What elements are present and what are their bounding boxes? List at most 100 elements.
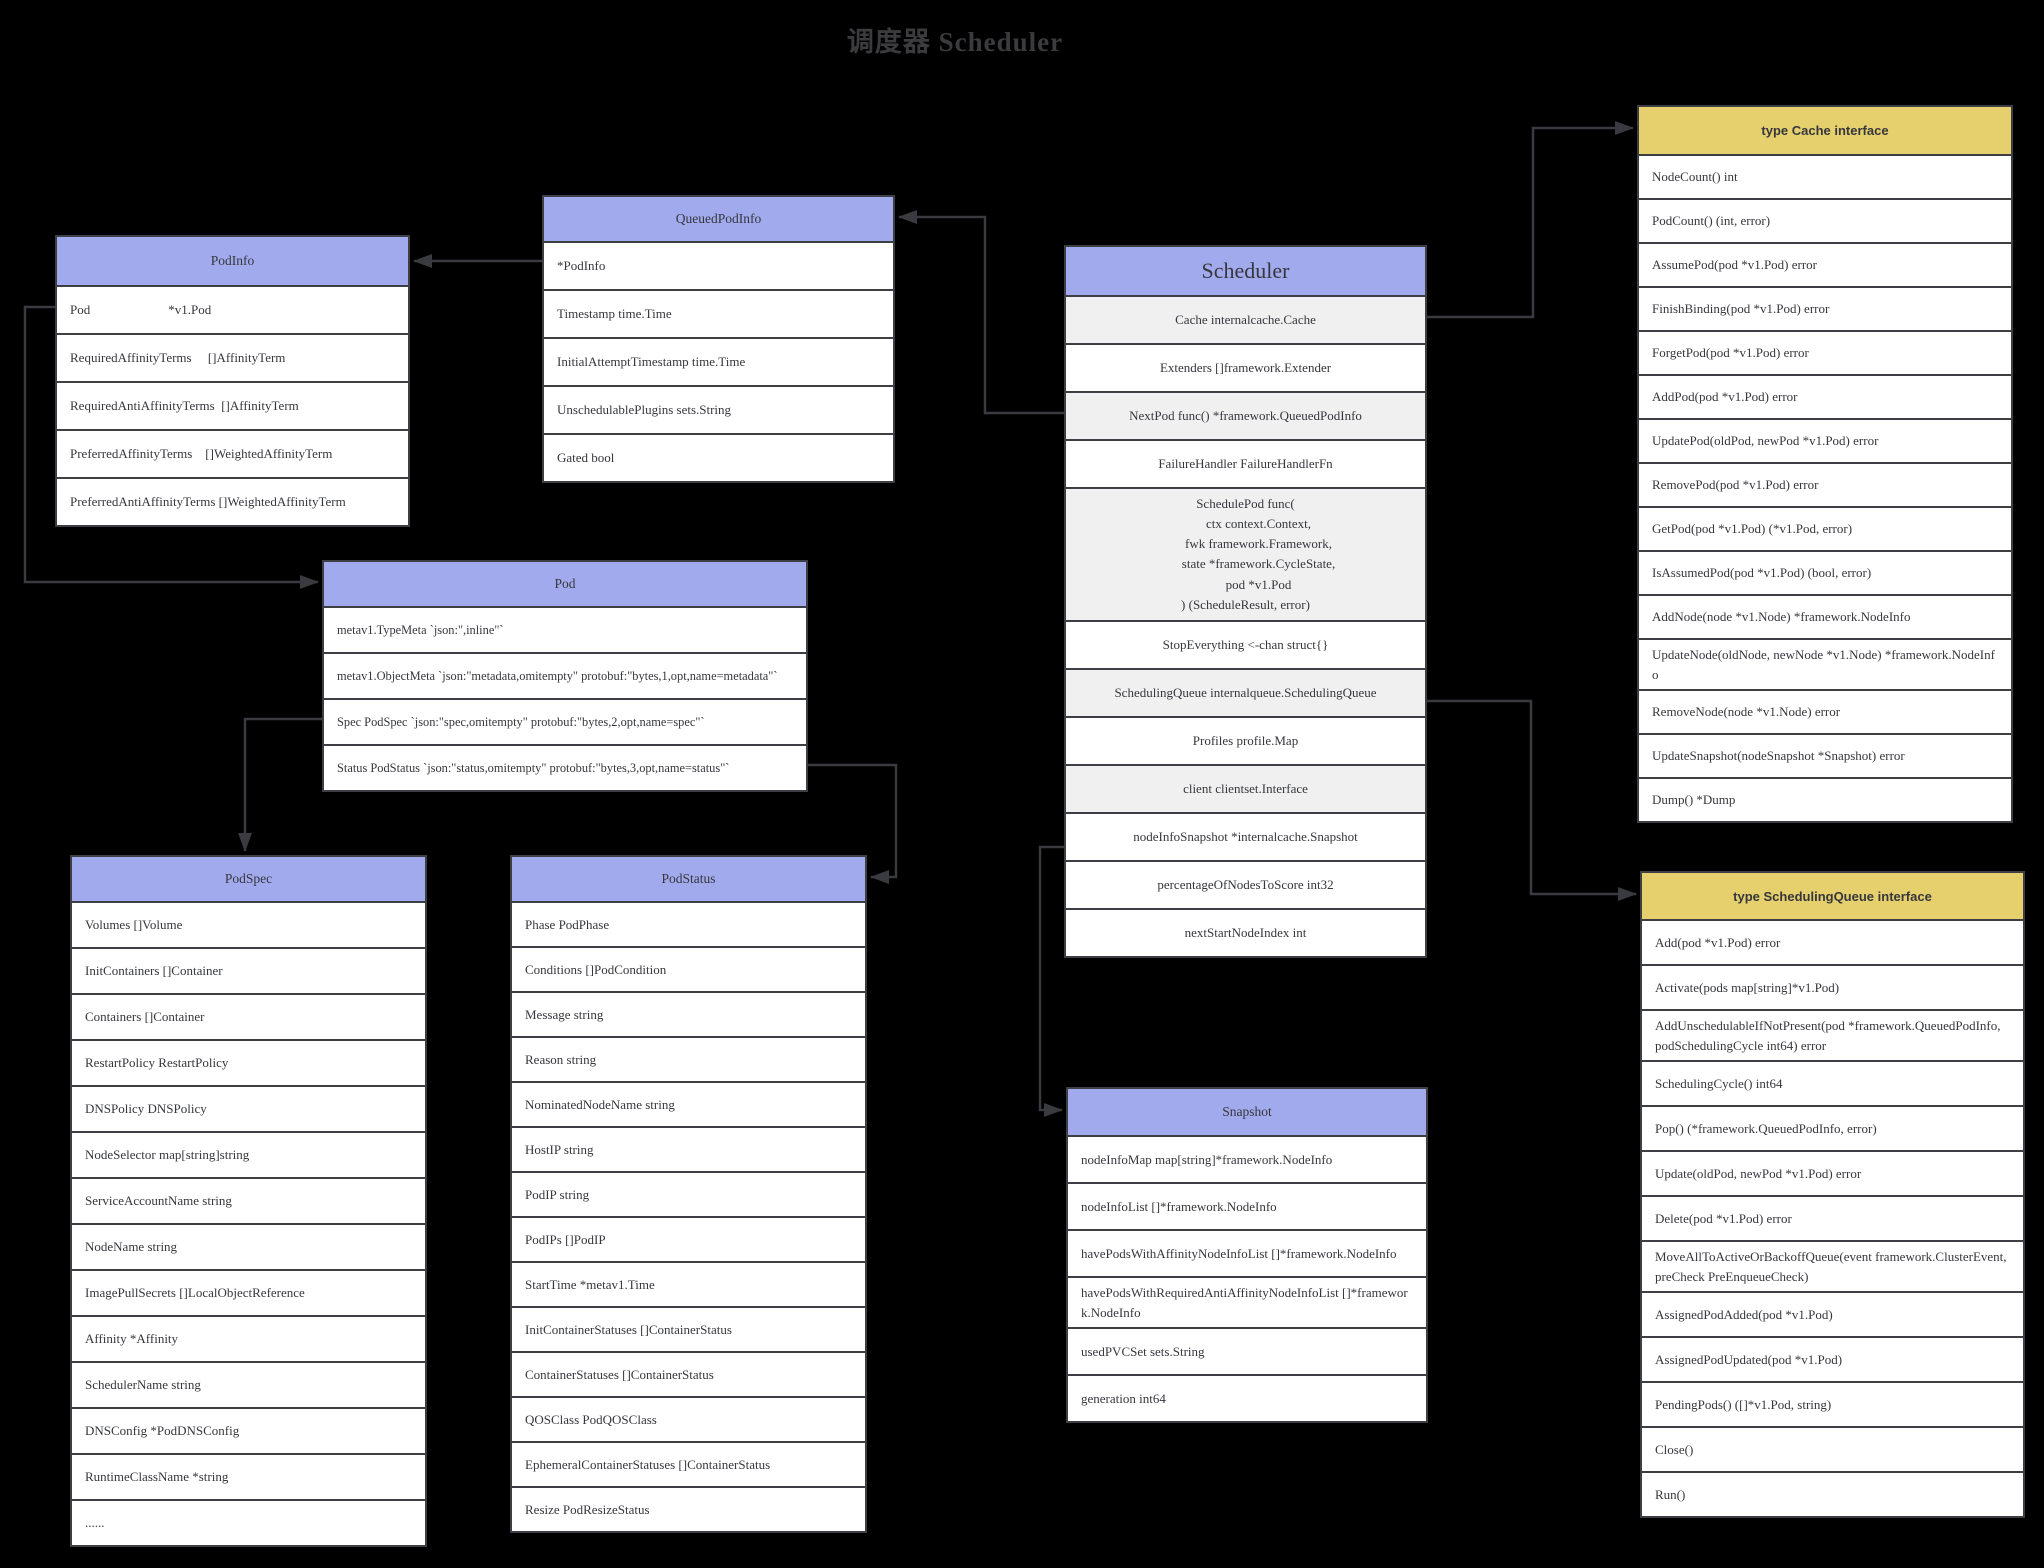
field-row-podstatus: StartTime *metav1.Time <box>512 1261 865 1306</box>
connector-scheduler-to-queuedpodinfo <box>898 210 1064 415</box>
field-row-podspec: DNSConfig *PodDNSConfig <box>72 1407 425 1453</box>
connector-pod-to-podspec <box>238 717 322 852</box>
field-row-snapshot: nodeInfoMap map[string]*framework.NodeIn… <box>1068 1135 1426 1182</box>
field-row-snapshot: usedPVCSet sets.String <box>1068 1327 1426 1374</box>
field-row-podstatus: Reason string <box>512 1036 865 1081</box>
field-row-queuedpodinfo: InitialAttemptTimestamp time.Time <box>544 337 893 385</box>
field-row-pod: metav1.ObjectMeta `json:"metadata,omitem… <box>324 652 806 698</box>
field-row-cacheinterface: IsAssumedPod(pod *v1.Pod) (bool, error) <box>1639 550 2011 594</box>
field-row-podspec: NodeSelector map[string]string <box>72 1131 425 1177</box>
field-row-scheduler: FailureHandler FailureHandlerFn <box>1066 439 1425 487</box>
connector-scheduler-to-cacheinterface <box>1427 121 1634 319</box>
field-row-cacheinterface: UpdatePod(oldPod, newPod *v1.Pod) error <box>1639 418 2011 462</box>
field-row-podspec: NodeName string <box>72 1223 425 1269</box>
field-row-podinfo: Pod *v1.Pod <box>57 285 408 333</box>
field-row-cacheinterface: AddPod(pod *v1.Pod) error <box>1639 374 2011 418</box>
field-row-cacheinterface: UpdateNode(oldNode, newNode *v1.Node) *f… <box>1639 638 2011 689</box>
field-row-cacheinterface: AssumePod(pod *v1.Pod) error <box>1639 242 2011 286</box>
field-row-scheduler: Extenders []framework.Extender <box>1066 343 1425 391</box>
field-row-cacheinterface: AddNode(node *v1.Node) *framework.NodeIn… <box>1639 594 2011 638</box>
field-row-podspec: Affinity *Affinity <box>72 1315 425 1361</box>
field-row-podinfo: RequiredAffinityTerms []AffinityTerm <box>57 333 408 381</box>
field-row-queuedpodinfo: *PodInfo <box>544 241 893 289</box>
field-row-snapshot: havePodsWithAffinityNodeInfoList []*fram… <box>1068 1229 1426 1276</box>
field-row-podstatus: InitContainerStatuses []ContainerStatus <box>512 1306 865 1351</box>
field-row-cacheinterface: GetPod(pod *v1.Pod) (*v1.Pod, error) <box>1639 506 2011 550</box>
field-row-snapshot: generation int64 <box>1068 1374 1426 1421</box>
field-row-cacheinterface: RemoveNode(node *v1.Node) error <box>1639 689 2011 733</box>
field-row-podinfo: RequiredAntiAffinityTerms []AffinityTerm <box>57 381 408 429</box>
field-row-scheduler: nextStartNodeIndex int <box>1066 907 1425 956</box>
field-row-cacheinterface: UpdateSnapshot(nodeSnapshot *Snapshot) e… <box>1639 733 2011 777</box>
field-row-queuedpodinfo: Timestamp time.Time <box>544 289 893 337</box>
box-title-scheduler: Scheduler <box>1066 247 1425 295</box>
field-row-schedulingqueueinterface: Update(oldPod, newPod *v1.Pod) error <box>1642 1150 2023 1195</box>
field-row-schedulingqueueinterface: Add(pod *v1.Pod) error <box>1642 919 2023 964</box>
box-title-snapshot: Snapshot <box>1068 1089 1426 1135</box>
field-row-podstatus: EphemeralContainerStatuses []ContainerSt… <box>512 1441 865 1486</box>
field-row-podstatus: HostIP string <box>512 1126 865 1171</box>
field-row-podspec: ServiceAccountName string <box>72 1177 425 1223</box>
box-title-schedulingqueueinterface: type SchedulingQueue interface <box>1642 873 2023 919</box>
field-row-schedulingqueueinterface: PendingPods() ([]*v1.Pod, string) <box>1642 1381 2023 1426</box>
field-row-cacheinterface: Dump() *Dump <box>1639 777 2011 821</box>
field-row-queuedpodinfo: UnschedulablePlugins sets.String <box>544 385 893 433</box>
field-row-podinfo: PreferredAntiAffinityTerms []WeightedAff… <box>57 477 408 525</box>
field-row-schedulingqueueinterface: AssignedPodUpdated(pod *v1.Pod) <box>1642 1336 2023 1381</box>
box-title-queuedpodinfo: QueuedPodInfo <box>544 197 893 241</box>
field-row-schedulingqueueinterface: AddUnschedulableIfNotPresent(pod *framew… <box>1642 1009 2023 1060</box>
field-row-scheduler: SchedulingQueue internalqueue.Scheduling… <box>1066 667 1425 716</box>
field-row-schedulingqueueinterface: Close() <box>1642 1426 2023 1471</box>
field-row-podstatus: QOSClass PodQOSClass <box>512 1396 865 1441</box>
field-row-podspec: Containers []Container <box>72 993 425 1039</box>
field-row-podstatus: PodIPs []PodIP <box>512 1216 865 1261</box>
box-title-podstatus: PodStatus <box>512 857 865 901</box>
field-row-schedulingqueueinterface: MoveAllToActiveOrBackoffQueue(event fram… <box>1642 1240 2023 1291</box>
field-row-scheduler: StopEverything <-chan struct{} <box>1066 619 1425 668</box>
box-title-podinfo: PodInfo <box>57 237 408 285</box>
box-title-cacheinterface: type Cache interface <box>1639 107 2011 154</box>
box-title-podspec: PodSpec <box>72 857 425 901</box>
field-row-scheduler: client clientset.Interface <box>1066 763 1425 812</box>
field-row-scheduler: Profiles profile.Map <box>1066 715 1425 764</box>
field-row-podspec: InitContainers []Container <box>72 947 425 993</box>
field-row-scheduler: percentageOfNodesToScore int32 <box>1066 859 1425 908</box>
field-row-podspec: RuntimeClassName *string <box>72 1453 425 1499</box>
field-row-podspec: ...... <box>72 1499 425 1545</box>
field-row-scheduler: NextPod func() *framework.QueuedPodInfo <box>1066 391 1425 439</box>
field-row-schedulingqueueinterface: Delete(pod *v1.Pod) error <box>1642 1195 2023 1240</box>
field-row-schedulingqueueinterface: SchedulingCycle() int64 <box>1642 1060 2023 1105</box>
field-row-snapshot: nodeInfoList []*framework.NodeInfo <box>1068 1182 1426 1229</box>
field-row-podstatus: Message string <box>512 991 865 1036</box>
field-row-podspec: SchedulerName string <box>72 1361 425 1407</box>
field-row-podspec: Volumes []Volume <box>72 901 425 947</box>
field-row-scheduler: nodeInfoSnapshot *internalcache.Snapshot <box>1066 811 1425 860</box>
field-row-podspec: RestartPolicy RestartPolicy <box>72 1039 425 1085</box>
field-row-pod: Status PodStatus `json:"status,omitempty… <box>324 744 806 790</box>
field-row-podspec: DNSPolicy DNSPolicy <box>72 1085 425 1131</box>
field-row-podstatus: PodIP string <box>512 1171 865 1216</box>
box-title-pod: Pod <box>324 562 806 606</box>
field-row-cacheinterface: ForgetPod(pod *v1.Pod) error <box>1639 330 2011 374</box>
field-row-snapshot: havePodsWithRequiredAntiAffinityNodeInfo… <box>1068 1276 1426 1327</box>
field-row-podstatus: ContainerStatuses []ContainerStatus <box>512 1351 865 1396</box>
field-row-cacheinterface: FinishBinding(pod *v1.Pod) error <box>1639 286 2011 330</box>
field-row-podstatus: Phase PodPhase <box>512 901 865 946</box>
field-row-cacheinterface: RemovePod(pod *v1.Pod) error <box>1639 462 2011 506</box>
field-row-cacheinterface: PodCount() (int, error) <box>1639 198 2011 242</box>
field-row-cacheinterface: NodeCount() int <box>1639 154 2011 198</box>
connector-scheduler-to-schedulingqueueinterface <box>1427 699 1637 901</box>
field-row-podstatus: Resize PodResizeStatus <box>512 1486 865 1531</box>
field-row-podinfo: PreferredAffinityTerms []WeightedAffinit… <box>57 429 408 477</box>
field-row-scheduler: Cache internalcache.Cache <box>1066 295 1425 343</box>
field-row-pod: metav1.TypeMeta `json:",inline"` <box>324 606 806 652</box>
